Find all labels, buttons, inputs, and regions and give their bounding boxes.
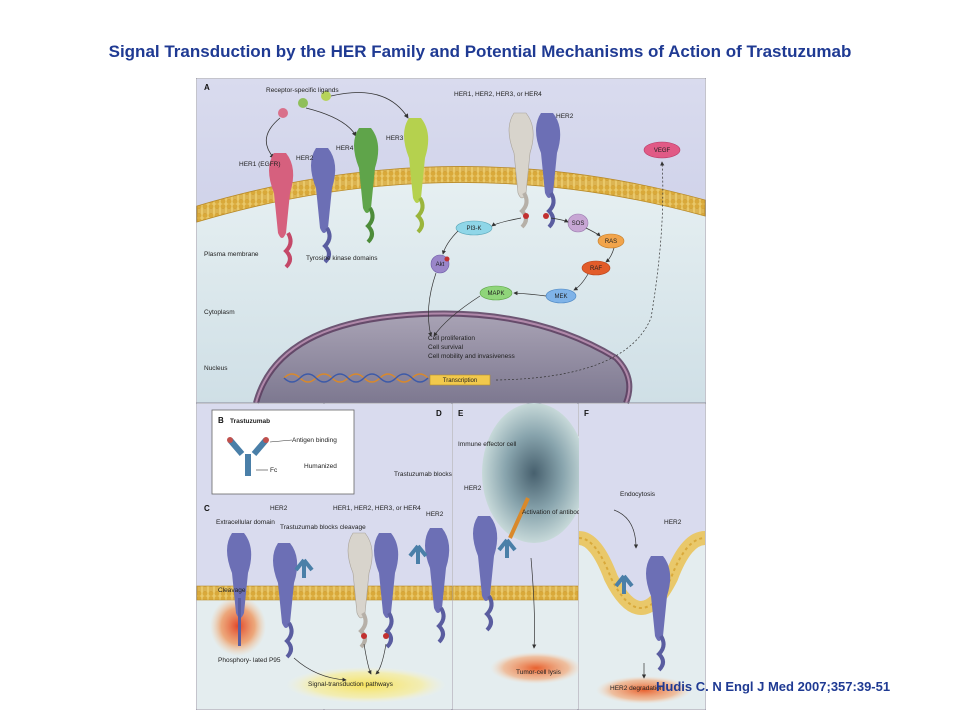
nucleus-shape <box>256 313 630 403</box>
her3-label: HER3 <box>386 135 404 142</box>
panel-e: E Immune effector cell HER2 Activation o… <box>452 403 693 709</box>
ligand-her4 <box>298 98 308 108</box>
node-raf: RAF <box>581 260 611 276</box>
dimer-her2-label: HER2 <box>556 113 574 120</box>
her4-label: HER4 <box>336 145 354 152</box>
receptor-her2-d <box>425 528 450 644</box>
receptor-dimer <box>508 112 561 229</box>
transcription-label: Transcription <box>443 378 477 384</box>
humanized-label: Humanized <box>304 463 337 470</box>
ligand-her1 <box>278 108 288 118</box>
svg-text:PI3-K: PI3-K <box>466 226 481 232</box>
panel-b-title: Trastuzumab <box>230 418 270 425</box>
cleavage-label: Cleavage <box>218 587 246 594</box>
trastuzumab-antibody-c <box>294 558 314 578</box>
node-mek: MEK <box>545 288 577 304</box>
extracellular-label: Extracellular domain <box>216 519 275 526</box>
her2-label-a: HER2 <box>296 155 314 162</box>
svg-text:MEK: MEK <box>554 294 567 300</box>
nucleus-label: Nucleus <box>204 365 228 372</box>
transcription-box <box>429 374 491 386</box>
receptor-her2-f <box>646 556 671 672</box>
panel-f-letter: F <box>584 409 589 418</box>
outcome-proliferation: Cell proliferation <box>428 335 475 342</box>
her2-label-e: HER2 <box>464 485 482 492</box>
blocks-dimer-label: Trastuzumab blocks dimerization <box>394 471 489 478</box>
panel-b-letter: B <box>218 416 224 425</box>
svg-text:MAPK: MAPK <box>487 291 504 297</box>
receptor-dimer-d <box>347 532 399 649</box>
node-mapk: MAPK <box>479 285 513 301</box>
node-vegf: VEGF <box>643 141 681 159</box>
ligand-her3 <box>321 91 331 101</box>
svg-text:RAF: RAF <box>590 266 602 272</box>
antigen-binding-label: Antigen binding <box>292 437 337 444</box>
slide-title: Signal Transduction by the HER Family an… <box>108 42 852 61</box>
receptor-her3 <box>404 118 429 234</box>
endocytosis-label: Endocytosis <box>620 491 656 498</box>
cytoplasm-label: Cytoplasm <box>204 309 235 316</box>
tumor-lysis-label: Tumor-cell lysis <box>516 669 562 676</box>
svg-text:VEGF: VEGF <box>654 148 671 154</box>
receptor-her2-a <box>311 148 336 264</box>
her2-label-f: HER2 <box>664 519 682 526</box>
her-signaling-figure: PI3-K Akt SOS RAS RAF MEK MAPK V <box>195 77 707 711</box>
node-ras: RAS <box>597 233 625 249</box>
dna-helix <box>283 373 429 383</box>
tk-domains-label: Tyrosine kinase domains <box>306 255 378 262</box>
panel-a-letter: A <box>204 83 210 92</box>
trastuzumab-antibody-d <box>408 544 428 564</box>
her2-label-d: HER2 <box>426 511 444 518</box>
outcome-mobility: Cell mobility and invasiveness <box>428 353 515 360</box>
panel-b: B Trastuzumab Antigen binding Fc Humaniz… <box>211 409 355 495</box>
receptor-her2-c <box>273 543 298 659</box>
immune-effector-cell <box>482 403 586 543</box>
pathways-label: Signal-transduction pathways <box>308 681 394 688</box>
receptor-extracellular-c <box>227 533 252 618</box>
fc-label: Fc <box>270 467 278 474</box>
dimer-label: HER1, HER2, HER3, or HER4 <box>454 91 542 98</box>
receptor-her2-e <box>473 516 498 632</box>
trastuzumab-molecule-b <box>227 437 269 476</box>
node-sos: SOS <box>567 213 589 233</box>
blocks-cleavage-label: Trastuzumab blocks cleavage <box>280 524 366 531</box>
panel-d-letter: D <box>436 409 442 418</box>
her2-label-c: HER2 <box>270 505 288 512</box>
svg-text:Akt: Akt <box>436 262 445 268</box>
her2-degradation-label: HER2 degradation <box>610 685 664 692</box>
trastuzumab-antibody-f <box>614 574 634 594</box>
panel-e-letter: E <box>458 409 464 418</box>
trastuzumab-antibody-e <box>497 497 530 558</box>
svg-text:SOS: SOS <box>572 221 585 227</box>
outcome-survival: Cell survival <box>428 344 464 351</box>
node-akt: Akt <box>430 254 450 274</box>
panel-c-letter: C <box>204 504 210 513</box>
plasma-membrane-label: Plasma membrane <box>204 251 259 258</box>
her1-label: HER1 (EGFR) <box>239 161 281 168</box>
ligands-label: Receptor-specific ligands <box>266 87 339 94</box>
panel-f: F Endocytosis HER2 HER2 degradation <box>578 404 706 709</box>
receptor-her1 <box>269 153 294 269</box>
node-pi3k: PI3-K <box>455 220 493 236</box>
receptor-her4 <box>354 128 379 244</box>
her-any-label-d: HER1, HER2, HER3, or HER4 <box>333 505 421 512</box>
immune-cell-label: Immune effector cell <box>458 441 517 448</box>
panel-a: PI3-K Akt SOS RAS RAF MEK MAPK V <box>196 79 706 405</box>
p95-label: Phosphory- lated P95 <box>218 657 281 664</box>
citation: Hudis C. N Engl J Med 2007;357:39-51 <box>656 679 891 694</box>
svg-text:RAS: RAS <box>605 239 617 245</box>
